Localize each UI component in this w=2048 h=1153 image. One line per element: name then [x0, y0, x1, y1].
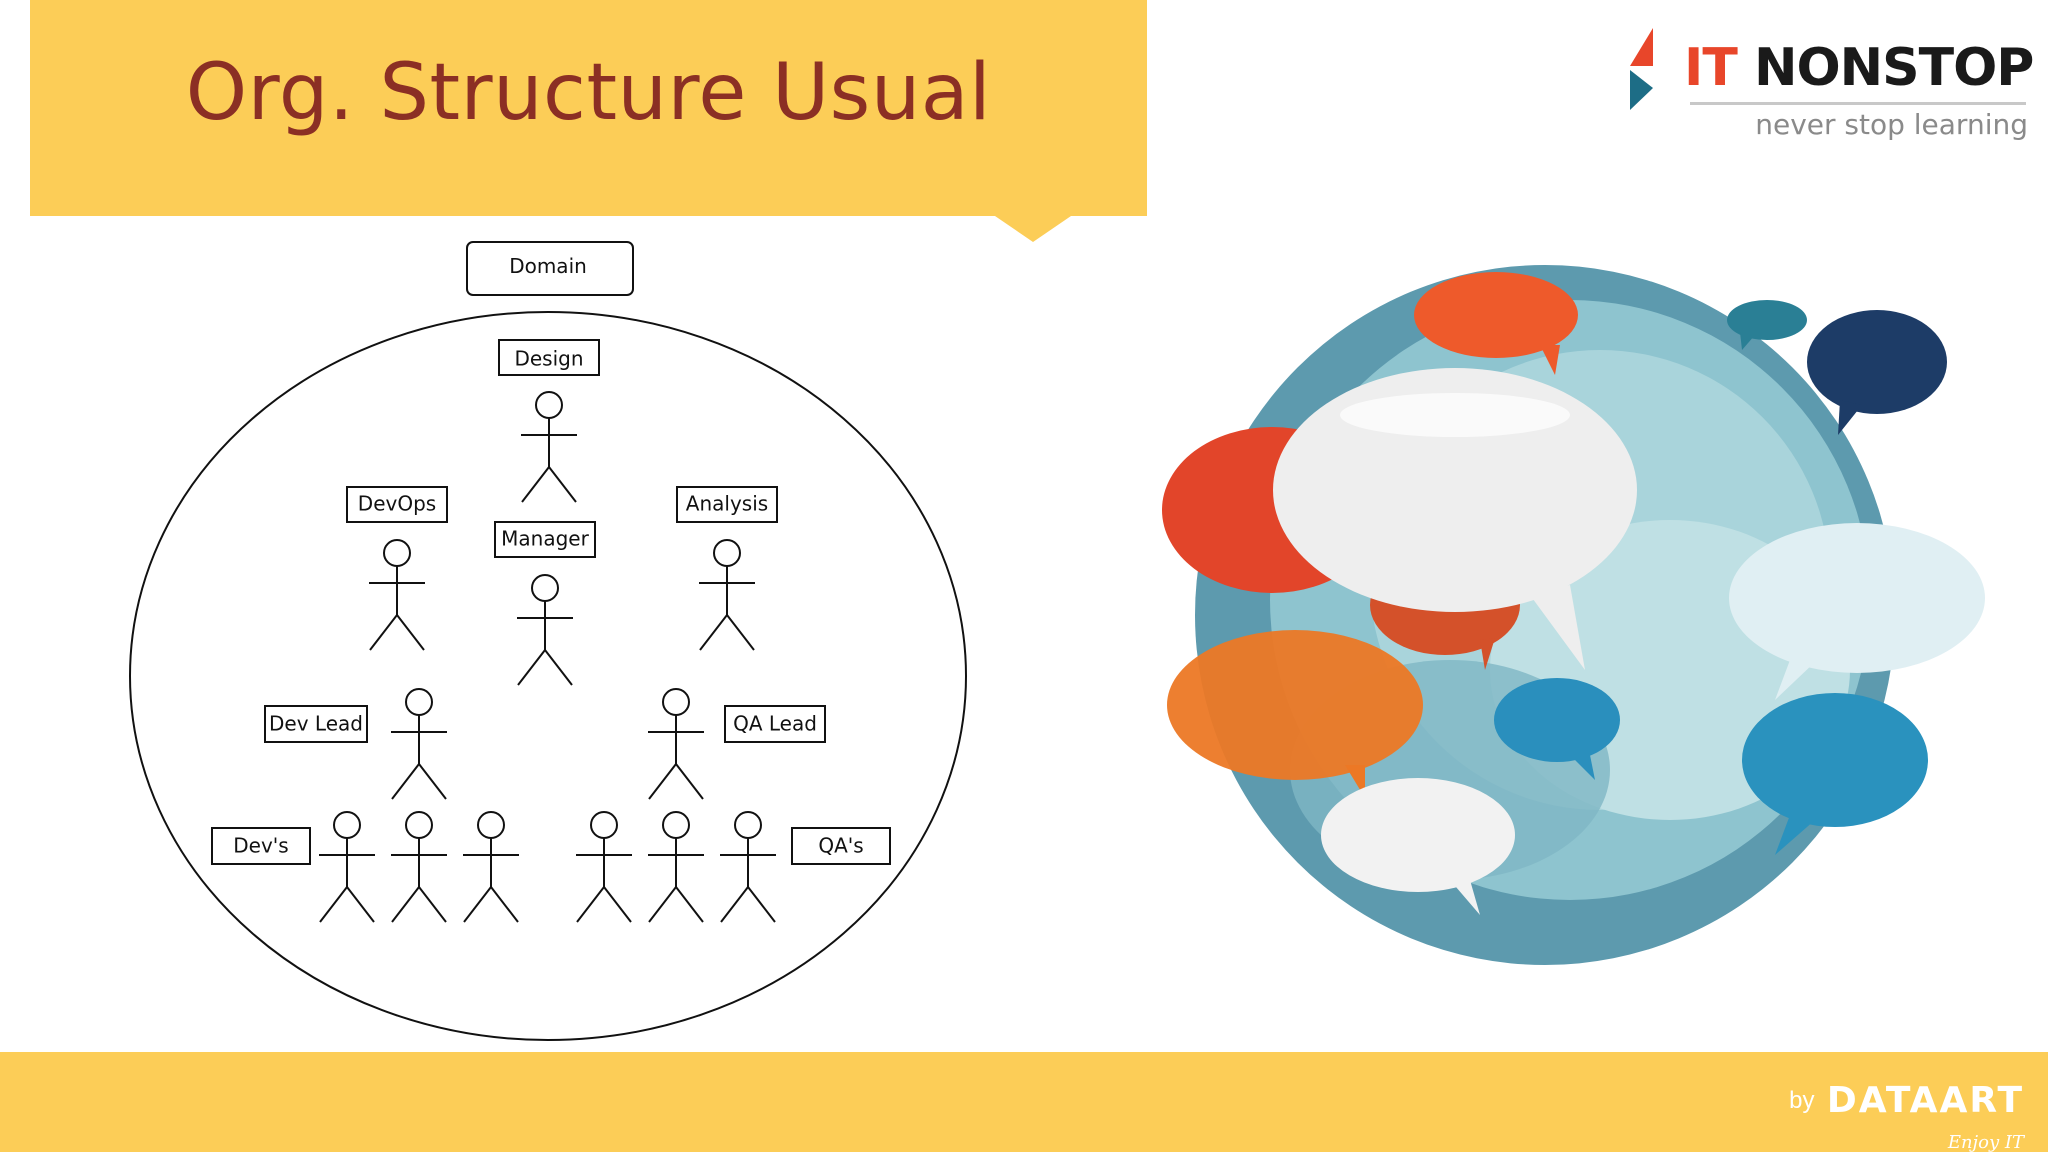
footer-slogan: Enjoy IT: [1947, 1132, 2024, 1153]
globe-speech-bubbles-illustration: [1162, 265, 1985, 965]
manager-label-box: [494, 521, 596, 558]
stick-figure-icon: [318, 811, 376, 923]
speech-bubble-icon: [1807, 310, 1947, 435]
manager-label: Manager: [501, 527, 589, 551]
stick-figure-icon: [575, 811, 633, 923]
it-nonstop-logo: IT NONSTOP never stop learning: [1628, 28, 2034, 148]
logo-wordmark: IT NONSTOP: [1684, 38, 2034, 98]
stick-figure-icon: [647, 688, 705, 800]
dev-lead-label: Dev Lead: [269, 712, 363, 736]
devs-label: Dev's: [233, 834, 288, 858]
dev-lead-label-box: [264, 705, 368, 743]
org-structure-diagram: Domain Design DevOps Manager Analysis De…: [129, 241, 967, 1041]
analysis-label-box: [676, 486, 778, 523]
stick-figure-icon: [462, 811, 520, 923]
slide-title: Org. Structure Usual: [185, 48, 992, 138]
stick-figure-icon: [698, 539, 756, 651]
qas-label: QA's: [818, 834, 863, 858]
footer-bar: by DATAART Enjoy IT: [0, 1052, 2048, 1153]
stick-figure-icon: [390, 811, 448, 923]
stick-figure-icon: [368, 539, 426, 651]
stick-figure-icon: [719, 811, 777, 923]
speech-bubble-icon: [1494, 678, 1620, 780]
logo-tagline: never stop learning: [1755, 108, 2028, 141]
speech-bubble-icon: [1742, 693, 1928, 855]
qas-label-box: [791, 827, 891, 865]
stick-figure-icon: [516, 574, 574, 686]
title-banner-notch: [995, 216, 1071, 242]
dataart-logo: by DATAART: [1789, 1080, 2024, 1121]
stick-figure-icon: [520, 391, 578, 503]
design-label: Design: [514, 347, 583, 371]
domain-label: Domain: [509, 254, 587, 278]
title-banner: Org. Structure Usual: [30, 0, 1147, 216]
logo-it: IT: [1684, 38, 1738, 98]
speech-bubble-icon: [1729, 523, 1985, 700]
logo-nonstop: NONSTOP: [1753, 38, 2034, 98]
footer-brand-name: DATAART: [1826, 1080, 2024, 1121]
speech-bubble-icon: [1321, 778, 1515, 915]
design-label-box: [498, 339, 600, 376]
speech-bubble-icon: [1414, 272, 1578, 375]
logo-divider: [1690, 102, 2026, 105]
analysis-label: Analysis: [686, 492, 768, 516]
devops-label: DevOps: [358, 492, 436, 516]
logo-mark-icon: [1630, 28, 1653, 110]
devs-label-box: [211, 827, 311, 865]
qa-lead-label: QA Lead: [733, 712, 817, 736]
devops-label-box: [346, 486, 448, 523]
footer-by: by: [1789, 1086, 1815, 1114]
speech-bubble-icon: [1273, 368, 1637, 670]
domain-label-box: [466, 241, 634, 296]
qa-lead-label-box: [724, 705, 826, 743]
speech-bubble-icon: [1727, 300, 1807, 350]
stick-figure-icon: [390, 688, 448, 800]
stick-figure-icon: [647, 811, 705, 923]
domain-boundary: [129, 311, 967, 1041]
